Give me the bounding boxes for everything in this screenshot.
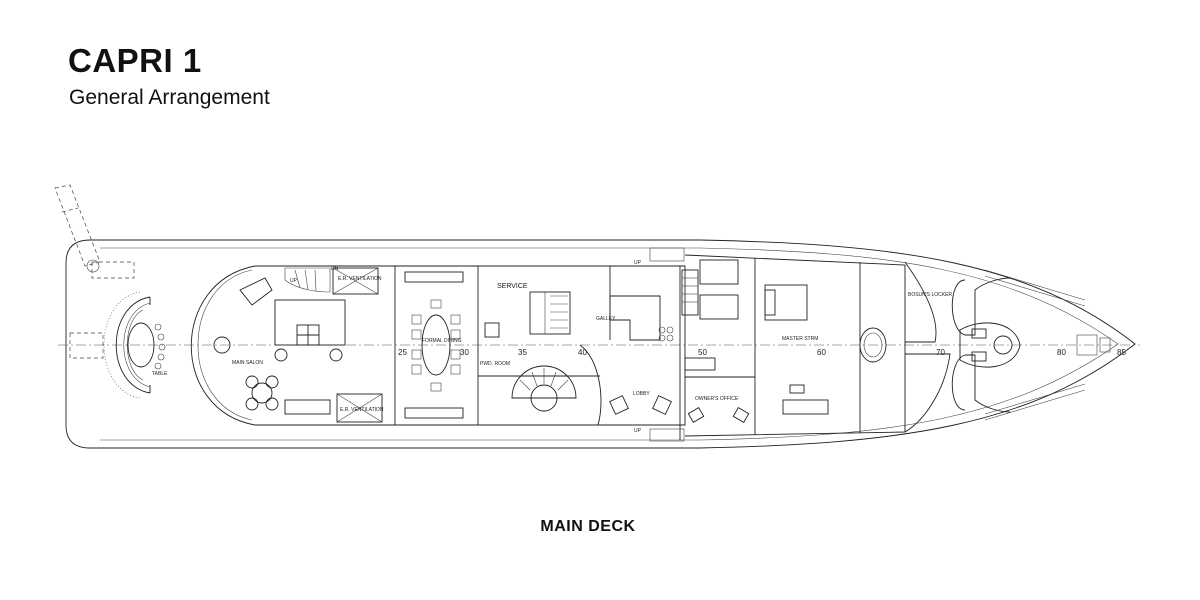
bed (699, 259, 739, 285)
room-label-main-salon: MAIN SALON (232, 360, 263, 366)
salon-round-table (213, 336, 279, 411)
superstructure-wall (190, 265, 686, 426)
frame-number: 30 (460, 348, 469, 357)
frame-number: 85 (1117, 348, 1126, 357)
room-label-galley: GALLEY (596, 316, 616, 322)
salon-sofa-group (274, 299, 346, 362)
service-stair (529, 291, 571, 335)
room-label-er-vent-bottom: E.R. VENTILATION (340, 407, 384, 413)
room-label-pwd-room: PWD. ROOM (480, 361, 510, 367)
hull-outline (65, 239, 1136, 449)
frame-number: 60 (817, 348, 826, 357)
room-label-bosuns-locker: BOSUN'S LOCKER (908, 292, 952, 298)
salon-stair (284, 267, 331, 293)
bathtub (684, 357, 716, 371)
er-ventilation-bottom (336, 393, 383, 423)
frame-number: 40 (578, 348, 587, 357)
spiral-stair (511, 365, 577, 399)
frame-number: 50 (698, 348, 707, 357)
er-ventilation-top (332, 267, 379, 295)
room-label-master-stateroom: MASTER STRM (782, 336, 818, 342)
stair-label-up-top: UP (634, 260, 642, 266)
room-label-er-vent-top: E.R. VENTILATION (338, 276, 382, 282)
stair-label-dn: DN (331, 266, 339, 272)
aft-table-note: TABLE (152, 371, 168, 377)
bed (699, 294, 739, 320)
deck-caption-wrap: MAIN DECK (0, 518, 1200, 536)
foredeck-chain-lines (984, 269, 1086, 421)
piano (239, 277, 273, 306)
passerelle-dashed (54, 184, 101, 267)
room-label-owners-office: OWNER'S OFFICE (695, 396, 739, 402)
frame-number: 25 (398, 348, 407, 357)
galley-counter (609, 295, 661, 341)
frame-number: 80 (1057, 348, 1066, 357)
frame-number: 70 (936, 348, 945, 357)
page-title: CAPRI 1 (68, 42, 202, 79)
interior-walls (394, 258, 861, 440)
salon-console (284, 399, 331, 415)
deck-caption: MAIN DECK (540, 518, 636, 535)
frame-number: 35 (518, 348, 527, 357)
deck-edge (100, 247, 1119, 441)
room-label-formal-dining: FORMAL DINING (422, 338, 462, 344)
dining-table (404, 271, 464, 419)
round-bath (859, 327, 887, 363)
room-label-service: SERVICE (497, 283, 528, 290)
page-subtitle: General Arrangement (69, 86, 270, 109)
room-label-lobby: LOBBY (633, 391, 650, 397)
stair-label-up-bottom: UP (634, 428, 642, 434)
stair-label-up-salon: UP (290, 278, 298, 284)
